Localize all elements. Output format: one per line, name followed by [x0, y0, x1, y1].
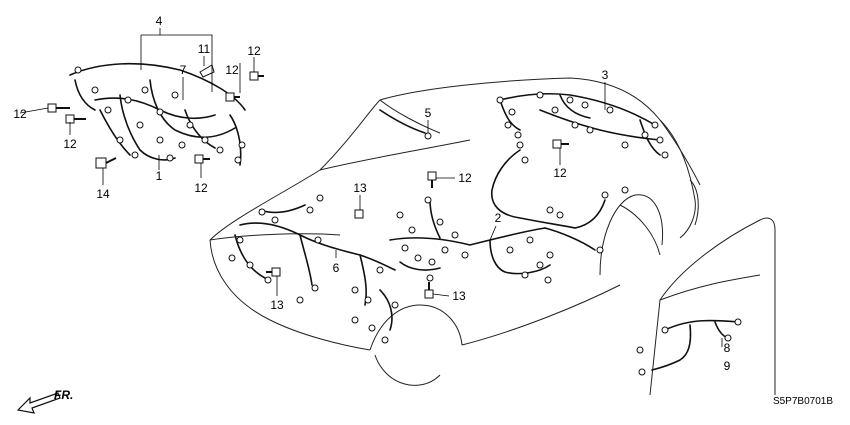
connectors: [74, 66, 742, 376]
callout-3: 3: [602, 68, 609, 82]
bolt-icon-12c: [225, 92, 240, 102]
callout-12-upper-mid: 12: [225, 63, 239, 77]
callout-6: 6: [333, 261, 340, 275]
rear-harness-3: [499, 93, 661, 156]
clip-icon-11: [199, 64, 215, 78]
front-indicator-label: FR.: [54, 388, 73, 402]
bolt-icon-13b: [266, 267, 281, 277]
bolt-icon-13c: [424, 282, 434, 299]
bolt-icon-13a: [354, 209, 364, 219]
callout-12-right: 12: [553, 166, 567, 180]
main-harness-2: [389, 149, 606, 275]
dash-harness-6: [234, 204, 396, 331]
callout-2: 2: [495, 211, 502, 225]
callout-13-upper: 13: [353, 181, 367, 195]
callout-12-left: 12: [13, 107, 27, 121]
bolt-icon-12e: [194, 154, 210, 164]
car-body-outline: [209, 77, 701, 386]
diagram-code: S5P7B0701B: [773, 396, 833, 407]
callout-12-center: 12: [458, 171, 472, 185]
front-arrow-icon: [16, 392, 61, 414]
callout-12-bottom: 12: [194, 181, 208, 195]
bolt-icon-12b: [65, 114, 86, 124]
callout-13-lower-center: 13: [452, 289, 466, 303]
callout-14: 14: [96, 187, 110, 201]
leader-lines: [19, 28, 723, 347]
roof-harness-5: [379, 109, 426, 134]
callout-11: 11: [198, 42, 211, 56]
door-panel: [649, 217, 776, 396]
callout-8: 8: [724, 341, 731, 355]
callout-7: 7: [180, 63, 187, 77]
callout-9: 9: [724, 359, 731, 373]
callout-12-lower-left: 12: [63, 137, 77, 151]
callout-12-top-right: 12: [247, 44, 261, 58]
bolt-icon-12g: [552, 139, 569, 149]
callout-1: 1: [156, 169, 163, 183]
bolt-icon-12f: [427, 171, 437, 188]
bolt-icon-14: [95, 157, 117, 169]
callout-4: 4: [156, 14, 163, 28]
callout-5: 5: [425, 106, 432, 120]
bolt-icon-12a: [47, 103, 70, 113]
bolt-icon-12d: [249, 71, 264, 81]
callout-13-lower-left: 13: [270, 298, 284, 312]
